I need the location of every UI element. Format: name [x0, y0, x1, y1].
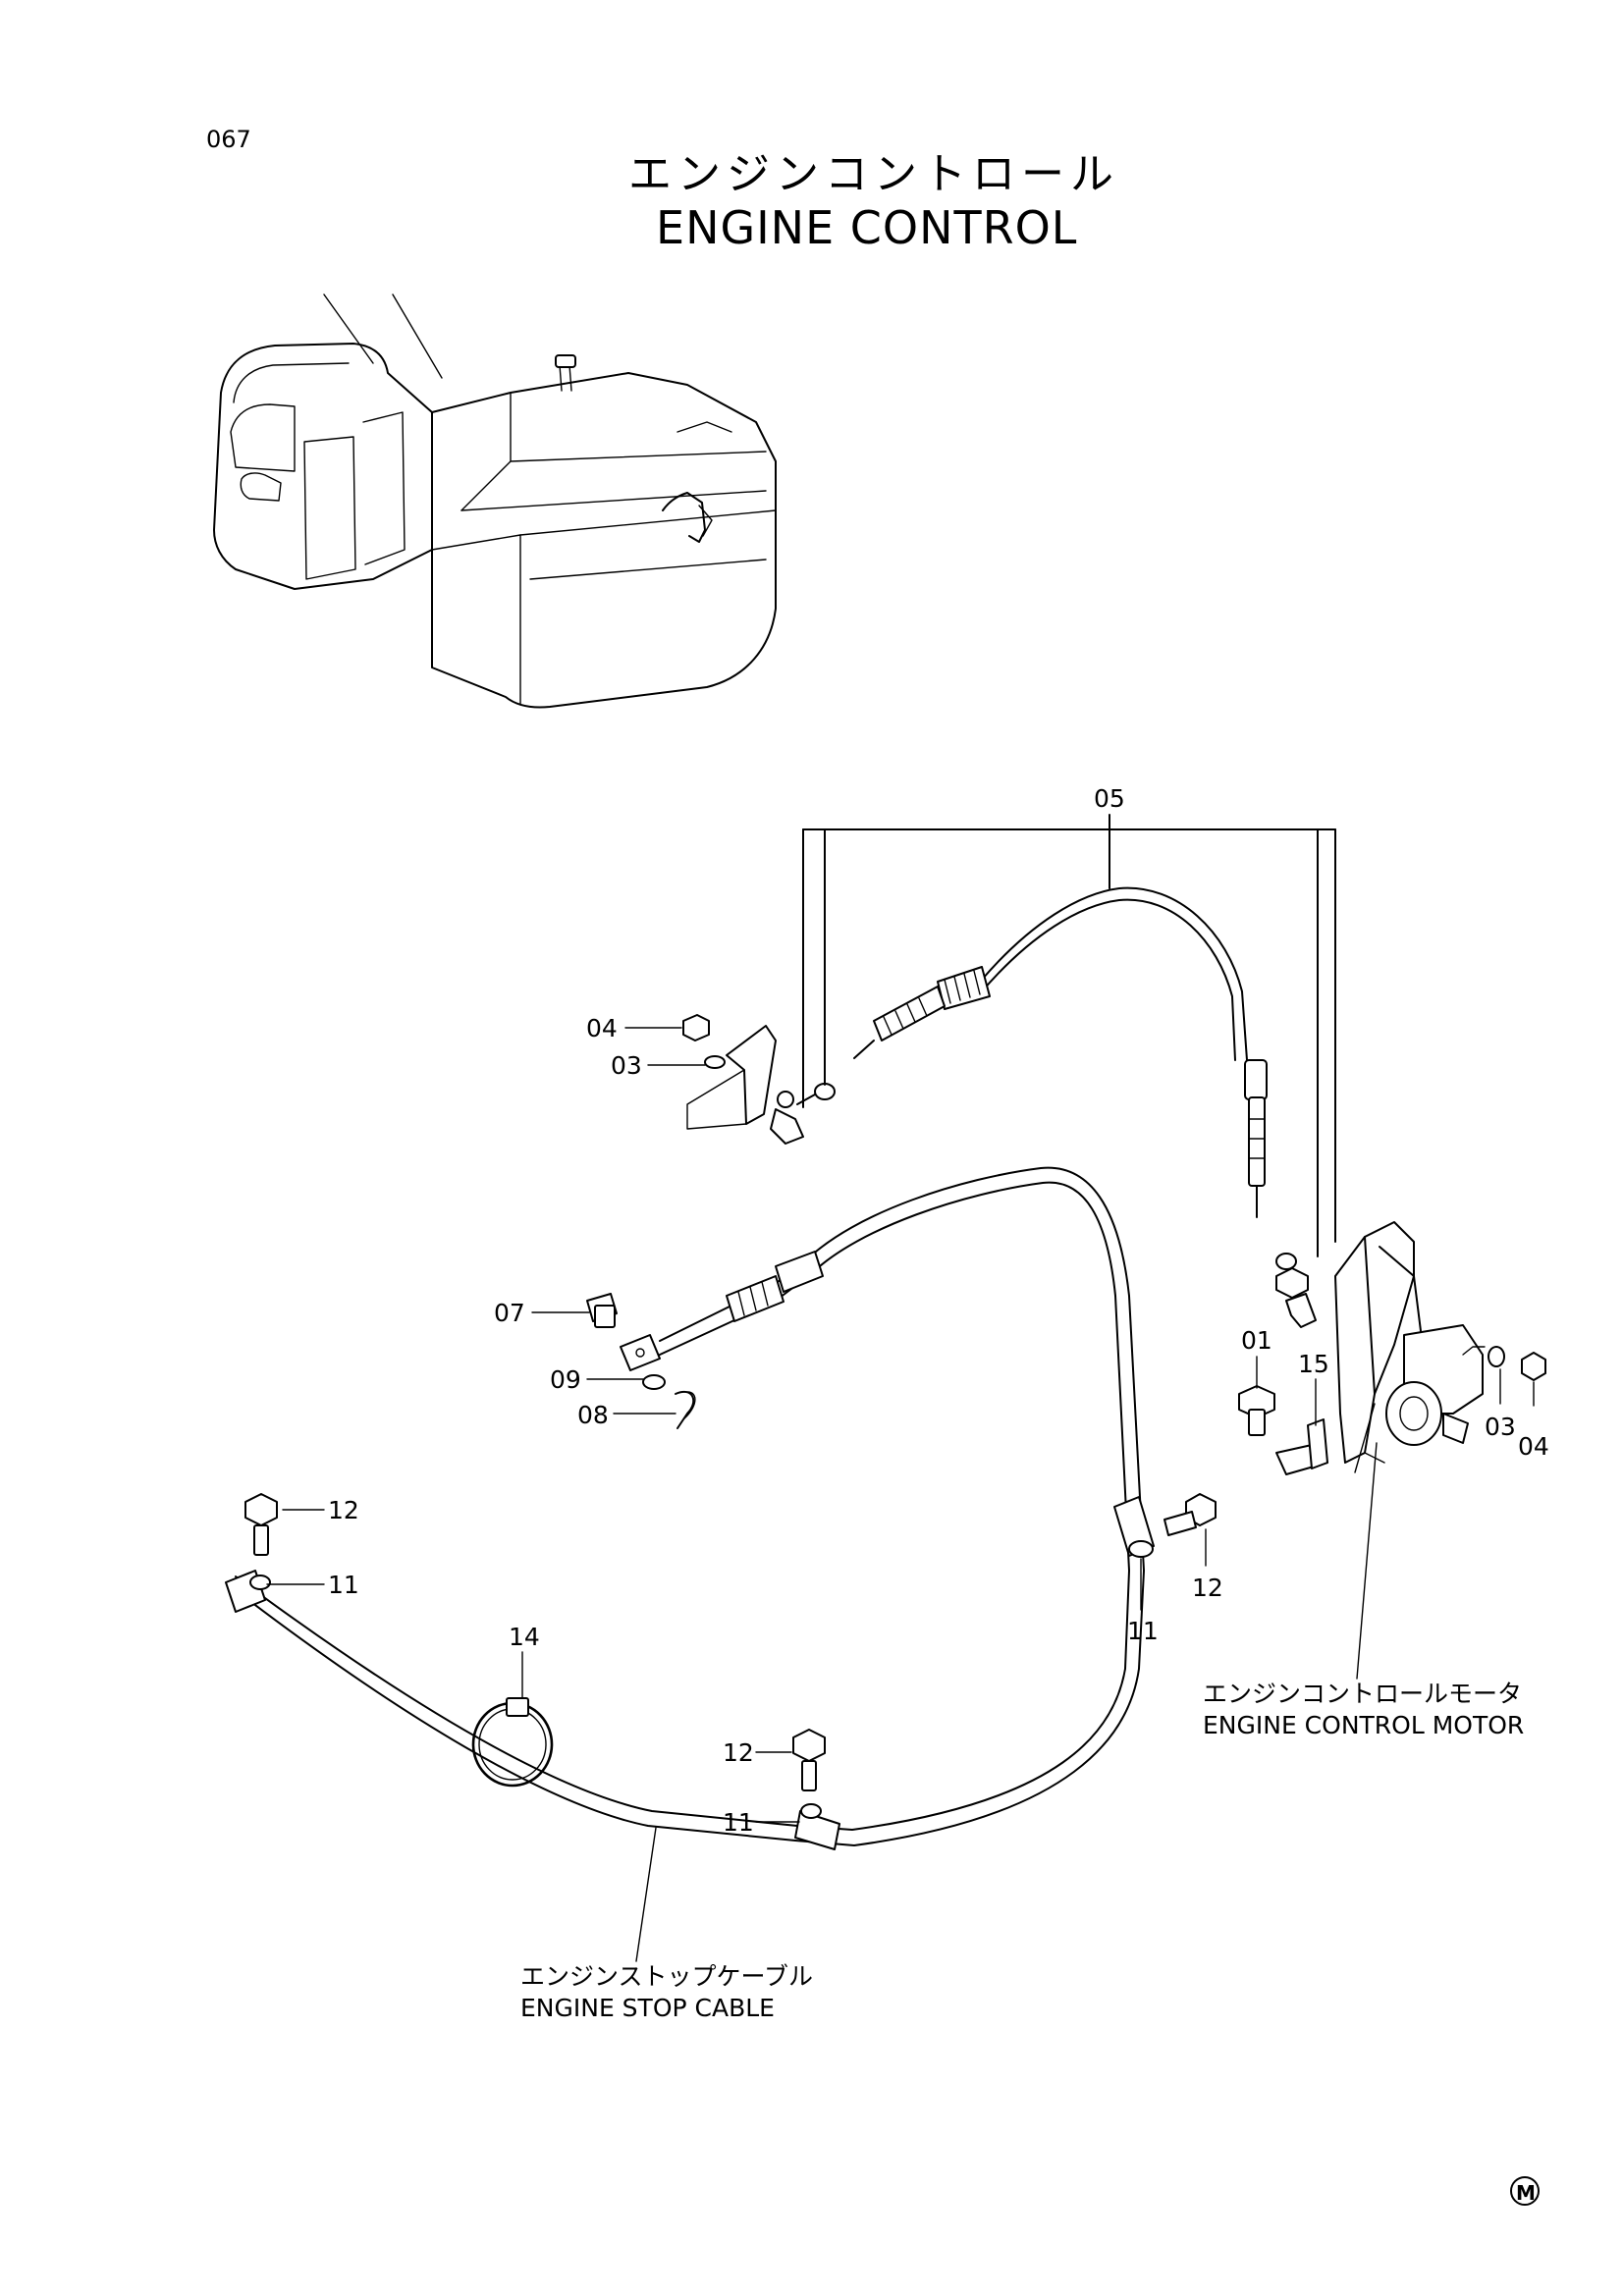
right-washer-nut: [1488, 1346, 1546, 1381]
engine-stop-cable: [235, 1166, 1145, 1846]
engine-stop-cable-label-jp: エンジンストップケーブル: [520, 1962, 813, 1991]
part-05-control-cable: [853, 886, 1268, 1218]
page-number: 067: [206, 126, 251, 153]
callout-14: 14: [509, 1623, 540, 1651]
part-05-leader-bracket: [802, 814, 1336, 1257]
callout-11-left: 11: [328, 1571, 359, 1599]
callout-11-right: 11: [1127, 1617, 1159, 1645]
callout-05: 05: [1094, 784, 1125, 813]
callout-11-bottom: 11: [723, 1808, 754, 1837]
page-title-japanese: エンジンコントロール: [628, 149, 1119, 199]
callout-15: 15: [1298, 1350, 1329, 1378]
page-title: ENGINE CONTROL: [656, 201, 1077, 254]
excavator-overview-illustration: [213, 294, 777, 709]
callout-12-left: 12: [328, 1496, 359, 1524]
callout-leader-lines: [266, 1027, 1535, 1962]
manufacturer-mark-letter: M: [1516, 2181, 1536, 2205]
engine-stop-cable-label: ENGINE STOP CABLE: [520, 1994, 775, 2022]
engine-control-motor-illustration: [1334, 1221, 1484, 1473]
callout-08: 08: [577, 1401, 609, 1429]
callout-01: 01: [1241, 1326, 1272, 1355]
callout-07: 07: [494, 1299, 525, 1327]
callout-12-right: 12: [1192, 1574, 1223, 1602]
callout-04-top: 04: [586, 1014, 618, 1042]
cable-bracket-assembly: [682, 1014, 1317, 1328]
part-14-band-clamp: [471, 1697, 554, 1788]
engine-control-motor-label: ENGINE CONTROL MOTOR: [1203, 1711, 1524, 1739]
cable-clamps-and-bolts: [225, 1493, 1217, 1850]
engine-control-motor-label-jp: エンジンコントロールモータ: [1203, 1680, 1522, 1708]
part-01-bolt: [1238, 1385, 1275, 1436]
callout-03-top: 03: [611, 1051, 642, 1080]
callout-04-right: 04: [1518, 1432, 1549, 1461]
callout-03-right: 03: [1485, 1413, 1516, 1441]
callout-09: 09: [550, 1365, 581, 1394]
callout-numbers: 05 04 03 07 09 08 01 15 03 04 12 11 12 1…: [328, 784, 1549, 1837]
stop-cable-end-parts: [586, 1293, 696, 1429]
manufacturer-mark: M: [1510, 2176, 1540, 2206]
part-15-bracket: [1275, 1418, 1328, 1475]
callout-12-bottom: 12: [723, 1738, 754, 1767]
